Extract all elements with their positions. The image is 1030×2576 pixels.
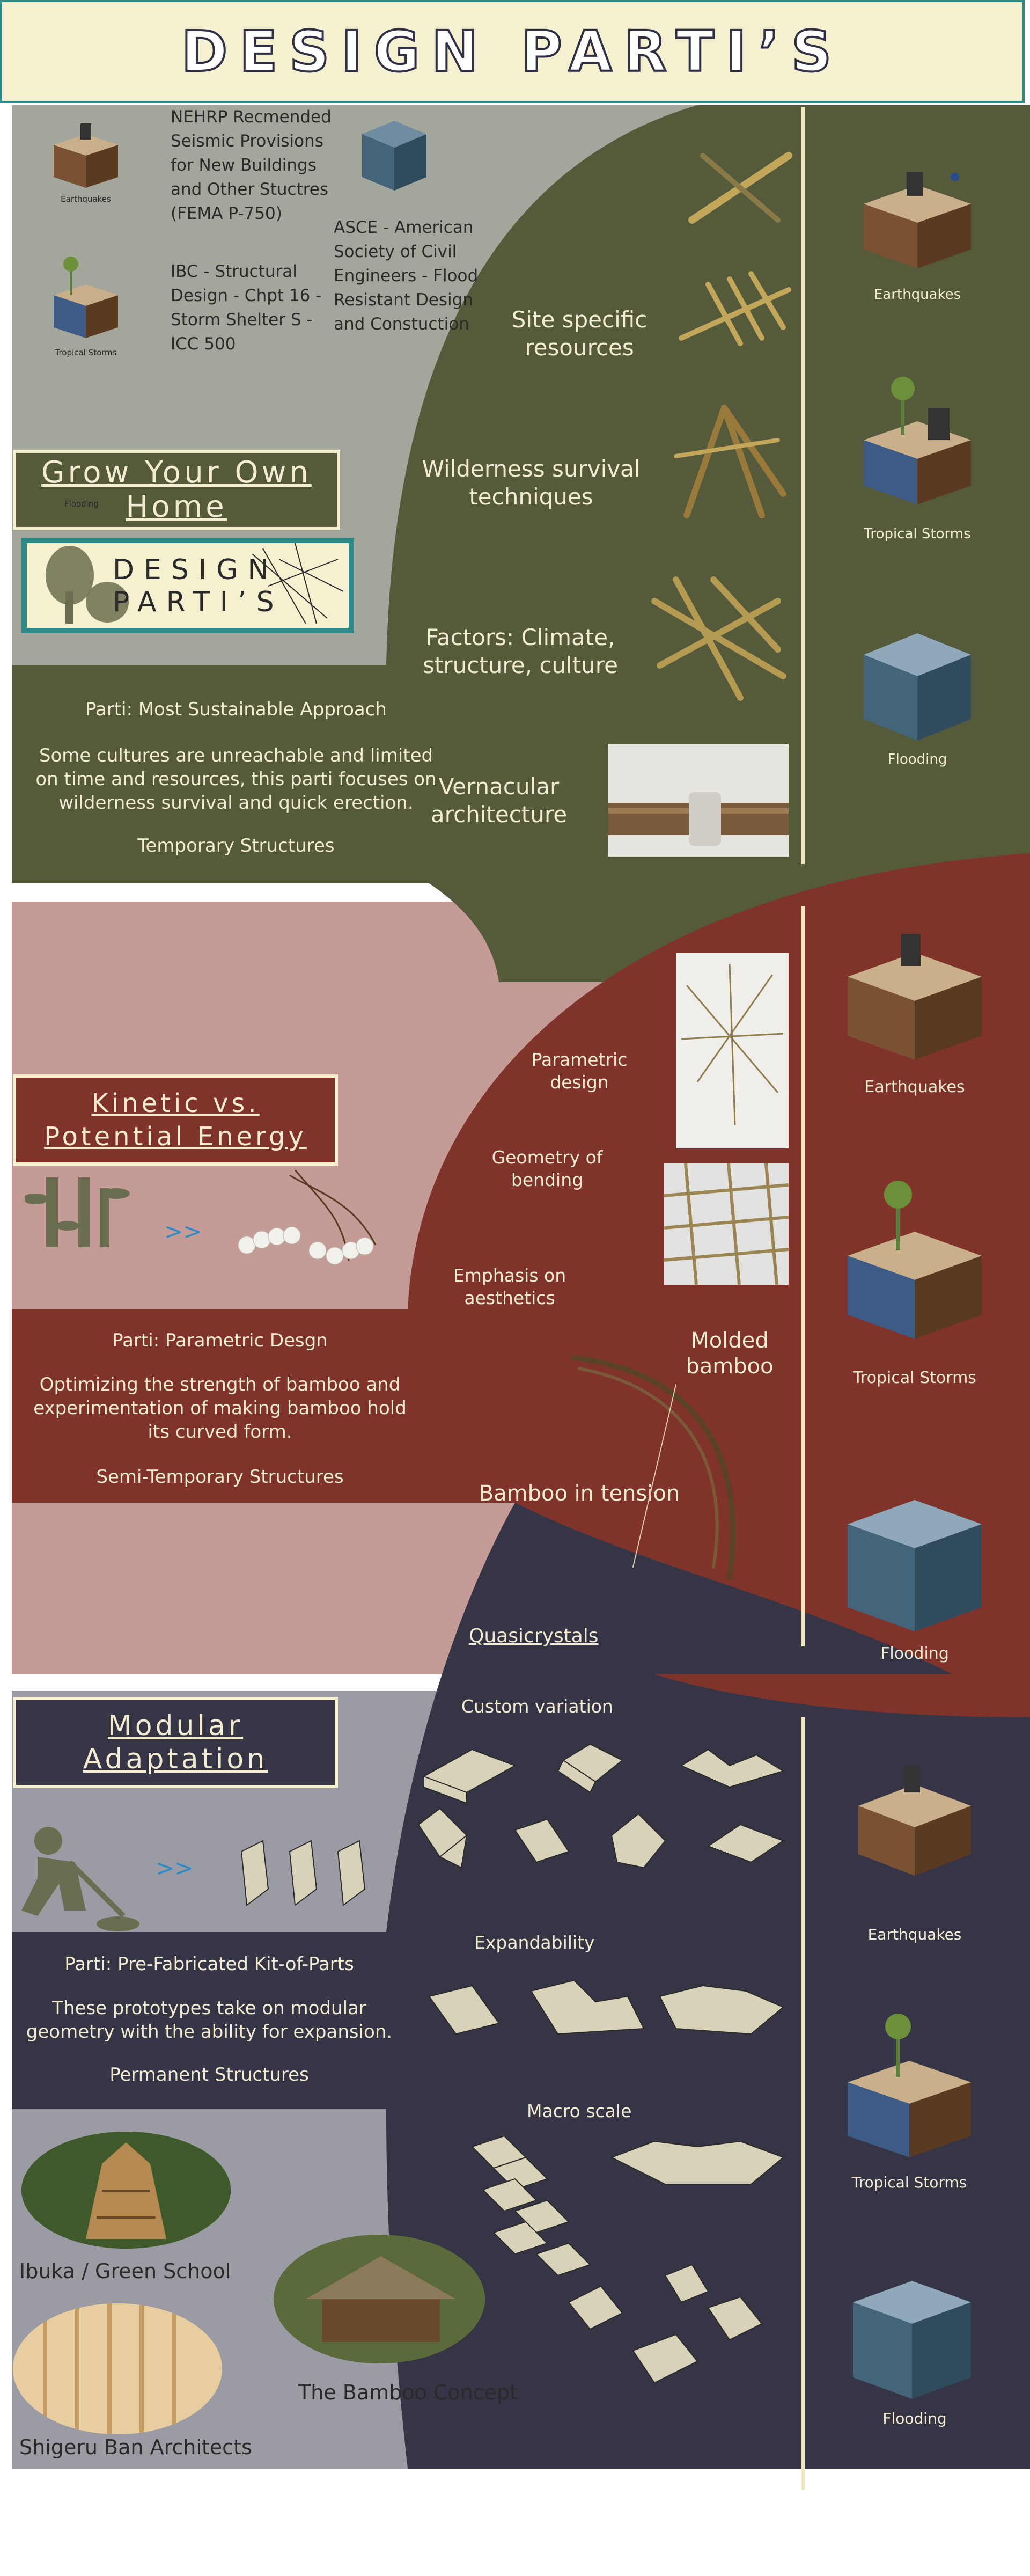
section3-arrow: >> [156,1855,194,1881]
section1-feature-1: Wilderness survival techniques [422,456,641,510]
section1-heading: Grow Your Own Home [13,450,340,530]
precedent-label-2: Shigeru Ban Architects [19,2435,252,2459]
section1-description: Some cultures are unreachable and limite… [35,745,437,814]
section1-feature-3: Vernacular architecture [430,773,568,828]
section3-feature-2: Expandability [474,1932,595,1953]
section3-navy-curve [12,1503,1030,2469]
code-fema: NEHRP Recmended Seismic Provisions for N… [171,107,332,223]
bamboo-bundle-icon [608,792,789,846]
section2-parti: Parti: Parametric Desgn [112,1330,328,1351]
bamboo-joint-icon [688,152,792,224]
section3-feature-3: Macro scale [527,2101,632,2121]
bamboo-tripod-icon [674,405,786,518]
parametric-design-photo [676,953,789,1148]
section3-right-label-1: Tropical Storms [851,2174,967,2191]
precedent-label-0: Ibuka / Green School [19,2259,231,2283]
section1-right-label-1: Tropical Storms [864,526,971,542]
geometry-bending-photo [664,1163,789,1285]
section1-heading-line2: Home [126,489,227,524]
section2-rust-lower [654,1674,1030,1717]
bamboo-stalks-icon [25,1177,130,1247]
section1-heading-line1: Grow Your Own [41,455,312,490]
section2-right-label-2: Flooding [880,1644,949,1663]
bamboo-bow-icon [571,1355,735,1580]
section3-heading: Modular Adaptation [13,1697,338,1788]
precedent-bamboo-concept-photo [274,2235,485,2363]
title-banner: DESIGN PARTI’S [0,0,1025,103]
thatched-house-icon [274,2235,485,2363]
section3-structure-type: Permanent Structures [109,2064,309,2085]
section2-right-divider [801,906,805,1646]
section3-right-label-2: Flooding [882,2410,947,2427]
section2-heading-line1: Kinetic vs. [91,1088,260,1118]
section1-feature-0: Site specific resources [511,306,648,361]
logo-text: DESIGN PARTI’S [113,554,284,618]
tropical-storm-block-icon [54,257,118,338]
flooding-block-icon [362,121,426,191]
expandable-modules-icon [428,1979,784,2035]
right-flood-block-3 [853,2281,971,2399]
section1-right-divider [801,107,805,864]
section2-description: Optimizing the strength of bamboo and ex… [33,1374,407,1443]
section2-feature-0: Parametric design [531,1049,628,1093]
page-title: DESIGN PARTI’S [180,18,844,85]
bamboo-sticks-photo-icon [681,963,784,1125]
right-tropical-block-1 [864,377,971,504]
right-earthquake-block-2 [848,934,982,1060]
section3-heading-line2: Adaptation [83,1743,268,1775]
precedent-shigeru-ban-photo [13,2303,222,2434]
section2-arrow: >> [164,1218,202,1245]
section1-right-label-2: Flooding [887,751,947,767]
section3-parti: Parti: Pre-Fabricated Kit-of-Parts [64,1953,354,1975]
bamboo-lashing-icon [679,271,791,346]
right-tropical-block-3 [848,2014,971,2157]
right-flood-block-1 [864,633,971,741]
bamboo-building-icon [21,2132,231,2249]
section3-heading-line1: Modular [107,1710,244,1742]
section2-right-label-1: Tropical Storms [853,1368,976,1387]
section3-description: These prototypes take on modular geometr… [26,1997,393,2043]
kinetic-bamboo-spheres-icon [238,1170,377,1265]
section2-feature-1: Geometry of bending [491,1147,603,1190]
section3-feature-0: Quasicrystals [469,1625,599,1647]
section2-structure-type: Semi-Temporary Structures [96,1466,344,1488]
section3-right-label-0: Earthquakes [867,1926,962,1943]
section1-structure-type: Temporary Structures [137,835,335,857]
precedent-label-1: The Bamboo Concept [298,2381,518,2404]
section2-heading: Kinetic vs. Potential Energy [13,1074,338,1166]
section3-right-divider [801,1717,805,2490]
prism-modules-icon [240,1840,366,1906]
code-asce: ASCE - American Society of Civil Enginee… [334,218,479,334]
section2-feature-4: Bamboo in tension [479,1481,680,1506]
section1-right-label-0: Earthquakes [873,287,961,303]
tree-silhouette-icon [46,543,344,624]
section1-feature-2: Factors: Climate, structure, culture [423,624,618,678]
section1-olive-curve [12,105,1030,883]
section2-feature-3: Molded bamboo [686,1328,774,1379]
precedent-green-school-photo [21,2132,231,2249]
section1-parti: Parti: Most Sustainable Approach [85,699,387,720]
icon-label-earthquakes: Earthquakes [61,194,111,204]
vernacular-bamboo-photo [608,744,789,857]
section1-flooding-small: Flooding [64,499,99,509]
section2-feature-2: Emphasis on aesthetics [453,1265,566,1308]
section2-heading-line2: Potential Energy [44,1122,307,1152]
code-icc: IBC - Structural Design - Chpt 16 - Stor… [171,262,322,354]
right-earthquake-block-3 [858,1766,971,1876]
macro-scale-modules-icon [471,2136,784,2384]
bamboo-frame-icon [651,576,786,701]
bamboo-lattice-icon [664,1163,789,1285]
section3-feature-1: Custom variation [461,1696,613,1717]
worker-digging-icon [21,1827,139,1931]
earthquake-block-icon [54,123,118,188]
section2-right-label-0: Earthquakes [864,1078,965,1096]
timber-lattice-icon [13,2303,222,2434]
right-flood-block-2 [848,1500,982,1631]
design-parti-logo-card: DESIGN PARTI’S [21,538,354,633]
right-tropical-block-2 [848,1181,982,1339]
icon-label-tropical: Tropical Storms [55,348,117,357]
quasicrystal-modules-icon [417,1743,785,1869]
right-earthquake-block-1 [864,172,971,268]
